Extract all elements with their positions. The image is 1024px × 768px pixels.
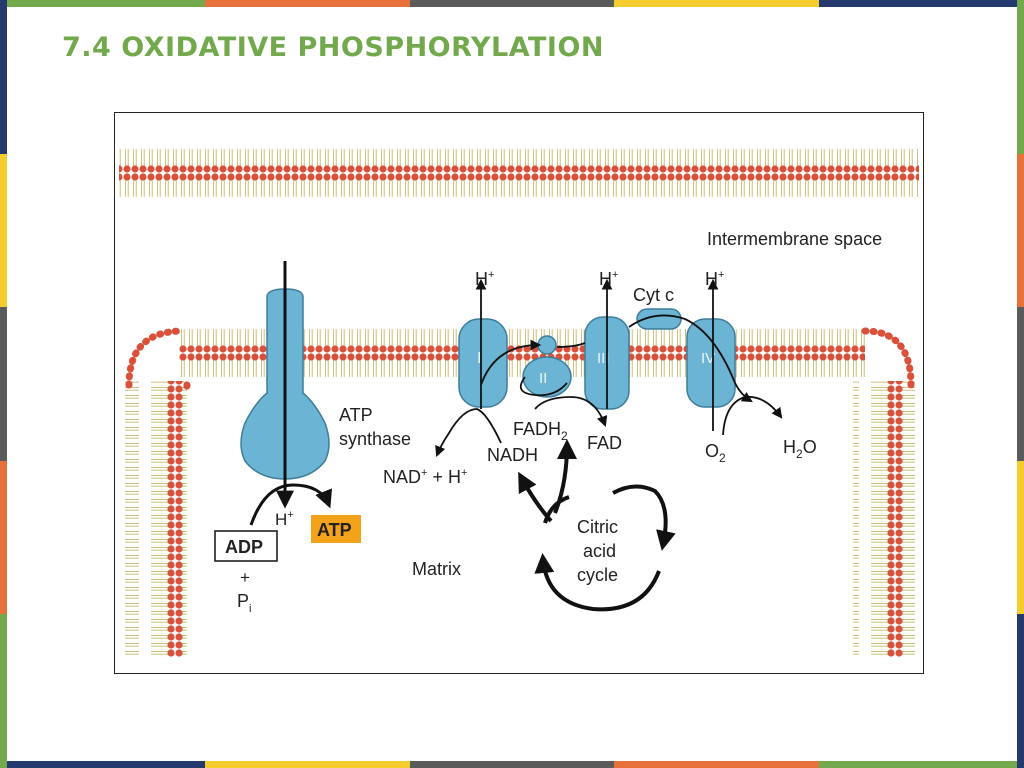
nadh-to-nad-arrow bbox=[435, 408, 502, 458]
oxygen-to-water-arrow bbox=[722, 395, 783, 436]
citric-cycle-to-fadh2-arrow bbox=[553, 439, 577, 514]
matrix-label: Matrix bbox=[412, 559, 461, 579]
fad-label: FAD bbox=[587, 433, 622, 453]
fadh2-to-fad-arrow bbox=[534, 396, 608, 428]
atp-synthase bbox=[240, 261, 330, 509]
citric-cycle-arrow-bottom bbox=[534, 553, 661, 612]
intermembrane-space-label: Intermembrane space bbox=[707, 229, 882, 249]
oxidative-phosphorylation-figure: Intermembrane space Matrix ATP synthase … bbox=[114, 112, 924, 674]
complex-i: I bbox=[458, 318, 508, 408]
top-color-stripe bbox=[0, 0, 1024, 7]
inner-membrane-corner-right-outer bbox=[861, 327, 915, 389]
electron-path-i-to-q bbox=[480, 339, 542, 386]
complex-iv-label: IV bbox=[701, 350, 715, 367]
adp-box bbox=[214, 530, 278, 562]
complex-ii-label: II bbox=[539, 370, 547, 387]
citric-cycle-label-line2: acid bbox=[583, 541, 616, 561]
complex-i-h-plus: H+ bbox=[475, 269, 494, 289]
citric-acid-cycle: Citric acid cycle bbox=[518, 439, 676, 612]
complex-iii-h-plus: H+ bbox=[599, 269, 618, 289]
left-color-stripe bbox=[0, 0, 7, 768]
complex-iv: IV bbox=[686, 318, 736, 408]
electron-path-q-to-iii bbox=[556, 342, 586, 348]
inner-membrane-corner-left-inner bbox=[179, 381, 191, 393]
slide-title: 7.4 OXIDATIVE PHOSPHORYLATION bbox=[62, 32, 605, 63]
water-label: H2O bbox=[783, 437, 817, 461]
cyt-c-label: Cyt c bbox=[633, 285, 674, 305]
nadh-label: NADH bbox=[487, 445, 538, 465]
citric-cycle-arrow-left bbox=[543, 495, 570, 524]
complex-ii: II bbox=[522, 356, 572, 398]
outer-membrane bbox=[119, 139, 919, 203]
atp-box bbox=[311, 515, 361, 543]
inner-membrane-right bbox=[853, 381, 915, 657]
inorganic-phosphate: Pi bbox=[237, 591, 251, 615]
plus-sign: + bbox=[240, 568, 250, 587]
fadh2-label: FADH2 bbox=[513, 419, 568, 443]
atp-synthase-label-line2: synthase bbox=[339, 429, 411, 449]
oxygen-label: O2 bbox=[705, 441, 726, 465]
electron-path-ii-loop bbox=[519, 376, 568, 397]
nad-plus-label: NAD+ + H+ bbox=[383, 467, 467, 487]
citric-cycle-arrow-right bbox=[612, 484, 676, 551]
complex-i-label: I bbox=[477, 350, 481, 367]
atp-synthase-h-plus: H+ bbox=[275, 509, 294, 529]
ubiquinone-circle bbox=[537, 335, 557, 355]
citric-cycle-label-line3: cycle bbox=[577, 565, 618, 585]
electron-path-iii-to-iv bbox=[628, 314, 753, 403]
diagram-canvas: Intermembrane space Matrix ATP synthase … bbox=[119, 139, 919, 657]
adp-to-atp-arrow bbox=[249, 483, 332, 526]
atp-label: ATP bbox=[317, 520, 352, 540]
citric-cycle-to-nadh-arrow bbox=[518, 471, 553, 523]
atp-synthase-label-line1: ATP bbox=[339, 405, 373, 425]
right-color-stripe bbox=[1017, 0, 1024, 768]
cytochrome-c bbox=[636, 308, 682, 330]
complex-iv-h-plus: H+ bbox=[705, 269, 724, 289]
adp-label: ADP bbox=[225, 537, 263, 557]
citric-cycle-label-line1: Citric bbox=[577, 517, 618, 537]
bottom-color-stripe bbox=[0, 761, 1024, 768]
inner-membrane-corner-left-outer bbox=[125, 327, 187, 389]
inner-membrane-left bbox=[125, 381, 187, 657]
